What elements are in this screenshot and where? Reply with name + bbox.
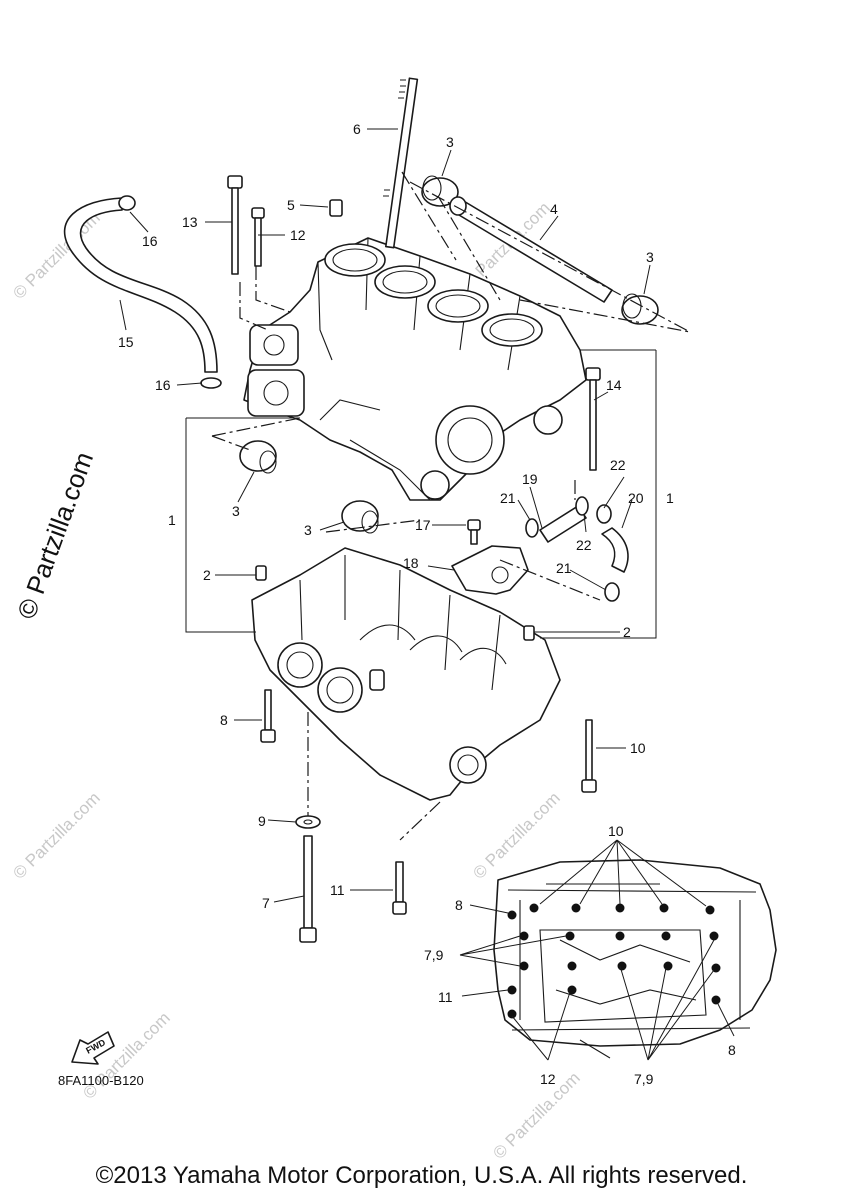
callout-14: 14 (606, 377, 622, 393)
callout-13: 13 (182, 214, 198, 230)
watermark: © Partzilla.com (489, 1068, 583, 1162)
callout-19: 19 (522, 471, 538, 487)
inset-callout-10: 10 (608, 823, 624, 839)
bolt-13 (227, 175, 243, 275)
inset-callout-12: 12 (540, 1071, 556, 1087)
bushing-left (239, 440, 277, 474)
bolt-7 (299, 835, 317, 943)
callout-8: 8 (220, 712, 228, 728)
callout-5: 5 (287, 197, 295, 213)
callout-15: 15 (118, 334, 134, 350)
copyright-notice: ©2013 Yamaha Motor Corporation, U.S.A. A… (95, 1162, 748, 1189)
callout-labels: 6 5 13 12 3 4 3 16 15 16 14 1 1 3 3 2 2 … (118, 121, 674, 911)
inset-callout-8: 8 (728, 1042, 736, 1058)
callout-12: 12 (290, 227, 306, 243)
bolt-11 (392, 861, 407, 915)
inset-callout-8: 8 (455, 897, 463, 913)
callout-20: 20 (628, 490, 644, 506)
inset-callout-7-9: 7,9 (634, 1071, 654, 1087)
o-ring-21 (525, 518, 620, 602)
bolt-17 (467, 519, 481, 545)
guide-lines (185, 171, 691, 841)
dowel-2-right (523, 625, 535, 641)
callout-4: 4 (550, 201, 558, 217)
washer-9 (295, 815, 321, 829)
callout-3: 3 (646, 249, 654, 265)
callout-6: 6 (353, 121, 361, 137)
callout-9: 9 (258, 813, 266, 829)
diagram-code: 8FA1100-B120 (58, 1073, 144, 1088)
callout-3: 3 (232, 503, 240, 519)
pipe-19 (539, 505, 587, 543)
lower-crankcase (251, 547, 561, 801)
o-ring-22 (575, 496, 612, 524)
stud-bolt-6 (383, 77, 419, 249)
clamp-16-top (118, 195, 136, 211)
callout-3: 3 (304, 522, 312, 538)
callout-21: 21 (556, 560, 572, 576)
dowel-5 (329, 199, 343, 217)
callout-2: 2 (623, 624, 631, 640)
dowel-2-left (255, 565, 267, 581)
callout-1: 1 (168, 512, 176, 528)
bushing-top-left (421, 175, 459, 207)
hose-15 (63, 197, 218, 373)
bolt-10 (581, 719, 597, 793)
callout-22: 22 (576, 537, 592, 553)
callout-16: 16 (155, 377, 171, 393)
callout-17: 17 (415, 517, 431, 533)
callout-21: 21 (500, 490, 516, 506)
bolt-location-inset: 10 8 7,9 11 12 7,9 8 (424, 823, 777, 1087)
callout-10: 10 (630, 740, 646, 756)
callout-7: 7 (262, 895, 270, 911)
callout-3: 3 (446, 134, 454, 150)
bolt-12 (251, 207, 265, 267)
bolt-8 (260, 689, 276, 743)
callout-22: 22 (610, 457, 626, 473)
callout-16: 16 (142, 233, 158, 249)
clamp-16-bottom (200, 377, 222, 389)
cover-18 (451, 545, 529, 595)
leader-lines (119, 128, 651, 903)
fwd-arrow-icon: FWD (71, 1031, 115, 1065)
watermark: © Partzilla.com (9, 788, 103, 882)
inset-callout-7-9: 7,9 (424, 947, 444, 963)
hose-20 (601, 527, 629, 573)
bolt-14 (585, 367, 601, 471)
upper-crankcase (243, 237, 587, 501)
callout-11: 11 (330, 882, 345, 898)
callout-2: 2 (203, 567, 211, 583)
bushing-top-right (621, 293, 659, 325)
callout-1: 1 (666, 490, 674, 506)
bushing-center (341, 500, 379, 534)
callout-18: 18 (403, 555, 419, 571)
inset-callout-11: 11 (438, 989, 453, 1005)
